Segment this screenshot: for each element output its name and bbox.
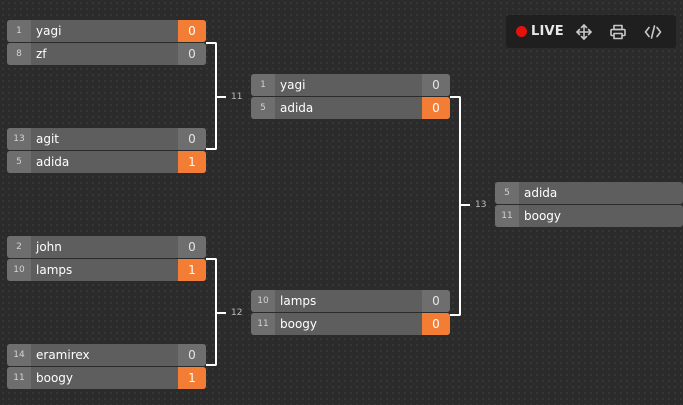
match-13[interactable]: 5 adida 11 boogy	[495, 182, 683, 227]
score-box: 0	[178, 43, 206, 65]
seed-number: 10	[7, 259, 31, 281]
score-box: 1	[178, 151, 206, 173]
participant-name: eramirex	[36, 348, 90, 362]
participant-row[interactable]: 10 lamps 0	[251, 290, 450, 312]
participant-name: lamps	[36, 263, 73, 277]
seed-number: 11	[7, 367, 31, 389]
participant-row[interactable]: 13 agit 0	[7, 128, 206, 150]
seed-number: 2	[7, 236, 31, 258]
score-box: 0	[178, 20, 206, 42]
match-r1-1[interactable]: 1 yagi 0 8 zf 0	[7, 20, 206, 65]
score-box: 0	[178, 236, 206, 258]
embed-code-icon[interactable]	[644, 23, 662, 41]
score-box: 1	[178, 367, 206, 389]
participant-row[interactable]: 11 boogy	[495, 205, 683, 227]
score-box: 0	[422, 97, 450, 119]
participant-name: yagi	[36, 24, 62, 38]
participant-row[interactable]: 11 boogy 0	[251, 313, 450, 335]
match-r1-3[interactable]: 2 john 0 10 lamps 1	[7, 236, 206, 281]
participant-name: adida	[280, 101, 314, 115]
participant-name: boogy	[280, 317, 318, 331]
participant-row[interactable]: 1 yagi 0	[7, 20, 206, 42]
match-11[interactable]: 1 yagi 0 5 adida 0	[251, 74, 450, 119]
bracket-connector	[461, 204, 470, 206]
bracket-toolbar: LIVE	[506, 15, 676, 48]
bracket-connector	[217, 96, 226, 98]
score-box: 0	[178, 128, 206, 150]
participant-name: boogy	[36, 371, 74, 385]
participant-row[interactable]: 10 lamps 1	[7, 259, 206, 281]
bracket-connector	[206, 258, 217, 366]
participant-name: boogy	[524, 209, 562, 223]
seed-number: 13	[7, 128, 31, 150]
match-12[interactable]: 10 lamps 0 11 boogy 0	[251, 290, 450, 335]
seed-number: 5	[251, 97, 275, 119]
seed-number: 1	[7, 20, 31, 42]
match-number-label: 12	[231, 308, 243, 318]
participant-name: zf	[36, 47, 47, 61]
seed-number: 11	[251, 313, 275, 335]
seed-number: 14	[7, 344, 31, 366]
participant-row[interactable]: 5 adida 1	[7, 151, 206, 173]
seed-number: 1	[251, 74, 275, 96]
match-number-label: 11	[231, 92, 243, 102]
seed-number: 5	[7, 151, 31, 173]
seed-number: 8	[7, 43, 31, 65]
participant-name: agit	[36, 132, 60, 146]
match-number-label: 13	[475, 200, 487, 210]
participant-name: john	[36, 240, 62, 254]
seed-number: 10	[251, 290, 275, 312]
score-box: 0	[178, 344, 206, 366]
participant-row[interactable]: 5 adida	[495, 182, 683, 204]
participant-name: yagi	[280, 78, 306, 92]
match-r1-2[interactable]: 13 agit 0 5 adida 1	[7, 128, 206, 173]
live-dot-icon	[516, 26, 527, 37]
print-icon[interactable]	[609, 23, 627, 41]
bracket-connector	[450, 96, 461, 316]
score-box: 0	[422, 290, 450, 312]
participant-row[interactable]: 1 yagi 0	[251, 74, 450, 96]
participant-row[interactable]: 8 zf 0	[7, 43, 206, 65]
participant-name: adida	[524, 186, 558, 200]
seed-number: 5	[495, 182, 519, 204]
participant-row[interactable]: 14 eramirex 0	[7, 344, 206, 366]
bracket-connector	[206, 42, 217, 150]
seed-number: 11	[495, 205, 519, 227]
move-icon[interactable]	[575, 23, 593, 41]
match-r1-4[interactable]: 14 eramirex 0 11 boogy 1	[7, 344, 206, 389]
score-box: 0	[422, 313, 450, 335]
score-box: 1	[178, 259, 206, 281]
bracket-connector	[217, 312, 226, 314]
participant-row[interactable]: 5 adida 0	[251, 97, 450, 119]
participant-row[interactable]: 11 boogy 1	[7, 367, 206, 389]
live-label: LIVE	[531, 24, 564, 39]
participant-row[interactable]: 2 john 0	[7, 236, 206, 258]
participant-name: adida	[36, 155, 70, 169]
participant-name: lamps	[280, 294, 317, 308]
score-box: 0	[422, 74, 450, 96]
